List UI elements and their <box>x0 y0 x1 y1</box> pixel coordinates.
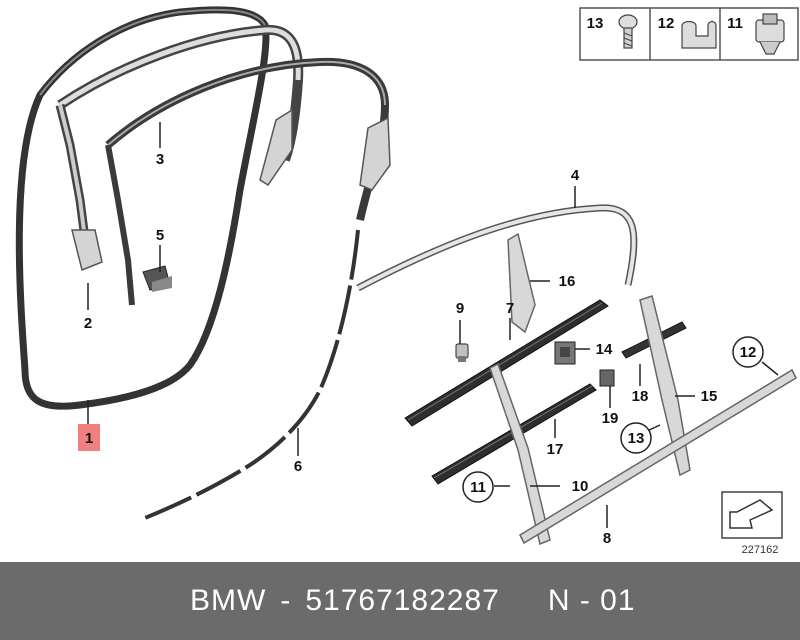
callout-labels: 1 2 3 4 5 6 7 8 9 10 14 15 16 17 18 19 <box>78 151 717 547</box>
callout-11: 11 <box>470 479 486 496</box>
door-seal-lower-strip <box>139 229 360 522</box>
callout-10: 10 <box>572 478 589 495</box>
small-clip-14 <box>554 341 576 365</box>
leader-lines <box>87 122 779 528</box>
small-clip-9 <box>455 343 469 362</box>
glass-run-seal <box>105 57 391 306</box>
callout-12: 12 <box>740 344 757 361</box>
diagram-drawing: 1 2 3 4 5 6 7 8 9 10 14 15 16 17 18 19 1… <box>15 6 799 556</box>
callout-6: 6 <box>294 458 302 475</box>
callout-19: 19 <box>602 410 619 427</box>
clip-channel-icon <box>681 20 717 49</box>
callout-9: 9 <box>456 300 464 317</box>
legend-label-13: 13 <box>587 15 604 32</box>
small-clip-19 <box>599 369 615 387</box>
callout-16: 16 <box>559 273 576 290</box>
footer-bar: BMW - 51767182287 N - 01 <box>0 562 800 640</box>
callout-7: 7 <box>506 300 514 317</box>
footer-brand: BMW <box>190 584 267 617</box>
callout-17: 17 <box>547 441 564 458</box>
clip-nut-icon <box>755 13 785 55</box>
legend-label-12: 12 <box>658 15 675 32</box>
fastener-legend: 13 12 11 <box>579 7 799 61</box>
footer-code: N - 01 <box>547 584 636 617</box>
callout-2: 2 <box>84 315 92 332</box>
circled-callouts: 11 12 13 <box>462 336 764 503</box>
legend-label-11: 11 <box>727 15 743 32</box>
arrow-icon <box>729 499 774 529</box>
callout-15: 15 <box>701 388 718 405</box>
callout-8: 8 <box>603 530 611 547</box>
reference-box: 227162 <box>721 491 783 556</box>
callout-4: 4 <box>571 167 580 184</box>
footer-separator: - <box>280 584 292 617</box>
callout-1: 1 <box>85 430 93 447</box>
screw-icon <box>618 14 638 49</box>
window-trim-arc <box>356 204 638 292</box>
pillar-cover-b <box>489 362 551 546</box>
door-seal-outer <box>15 6 270 410</box>
belt-moulding-outer <box>404 299 609 427</box>
lower-trim-rail <box>519 368 797 545</box>
callout-3: 3 <box>156 151 164 168</box>
window-channel-frame <box>55 24 304 272</box>
callout-18: 18 <box>632 388 649 405</box>
callout-14: 14 <box>596 341 613 358</box>
callout-13: 13 <box>628 430 645 447</box>
footer-part-number: 51767182287 <box>305 584 500 617</box>
pillar-cover-c <box>639 295 691 477</box>
clip-part <box>142 265 172 292</box>
reference-number: 227162 <box>742 544 779 556</box>
highlight-box <box>78 424 100 451</box>
pillar-trim-upper <box>507 232 536 334</box>
callout-5: 5 <box>156 227 164 244</box>
